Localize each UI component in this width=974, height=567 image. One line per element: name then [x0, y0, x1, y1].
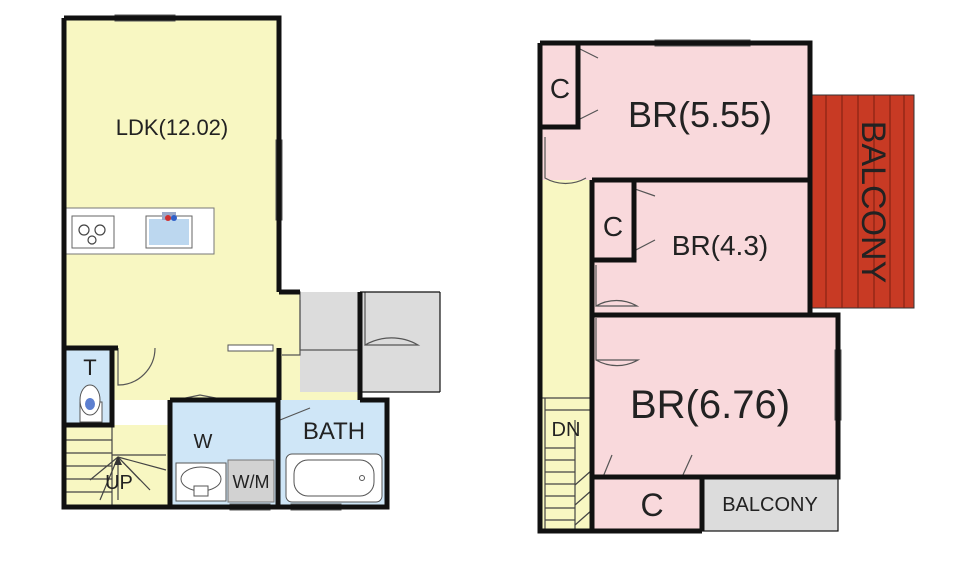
closet3-label: C — [640, 487, 663, 523]
balcony2-label: BALCONY — [722, 494, 818, 516]
bath-door[interactable] — [279, 407, 311, 421]
bathtub-icon — [285, 453, 383, 503]
up-label: UP — [105, 472, 133, 494]
br2-room — [592, 180, 810, 315]
closet1-label: C — [550, 73, 570, 104]
toilet-icon — [79, 384, 103, 423]
walls-2f — [537, 40, 841, 534]
second-floor: C BR(5.55) C BR(4.3) BR(6.76) C BALCONY … — [537, 39, 915, 534]
closet2-label: C — [603, 211, 623, 242]
toilet-door[interactable] — [117, 347, 156, 386]
entrance-door[interactable] — [364, 292, 421, 347]
br2-door[interactable] — [595, 265, 640, 308]
first-floor: LDK(12.02) T W W/M BATH UP — [61, 14, 441, 511]
toilet-label: T — [83, 355, 96, 380]
closet3 — [592, 477, 702, 531]
basin-icon — [175, 462, 227, 502]
br1-label: BR(5.55) — [628, 94, 772, 135]
br3-room — [592, 315, 838, 477]
dn-label: DN — [552, 419, 581, 441]
balcony2-area — [701, 476, 839, 532]
br3-door[interactable] — [595, 318, 641, 367]
ldk-room — [64, 18, 279, 348]
ldk-label: LDK(12.02) — [116, 115, 229, 140]
stove-icon — [71, 215, 115, 249]
washroom-label: W — [194, 431, 213, 453]
stairs-2f — [540, 397, 593, 531]
hall-2f — [540, 180, 592, 531]
washer-label: W/M — [233, 472, 270, 492]
br3-label: BR(6.76) — [630, 383, 790, 427]
br1-room — [540, 43, 810, 180]
hallway — [112, 348, 279, 400]
balcony-boards — [825, 95, 905, 308]
br1-door[interactable] — [544, 137, 587, 185]
stairs-1f — [64, 425, 167, 507]
walls-1f — [61, 15, 390, 510]
bath-label: BATH — [303, 418, 365, 445]
balcony1-label: BALCONY — [854, 121, 892, 284]
washer-space — [227, 459, 275, 503]
br2-label: BR(4.3) — [672, 230, 768, 261]
